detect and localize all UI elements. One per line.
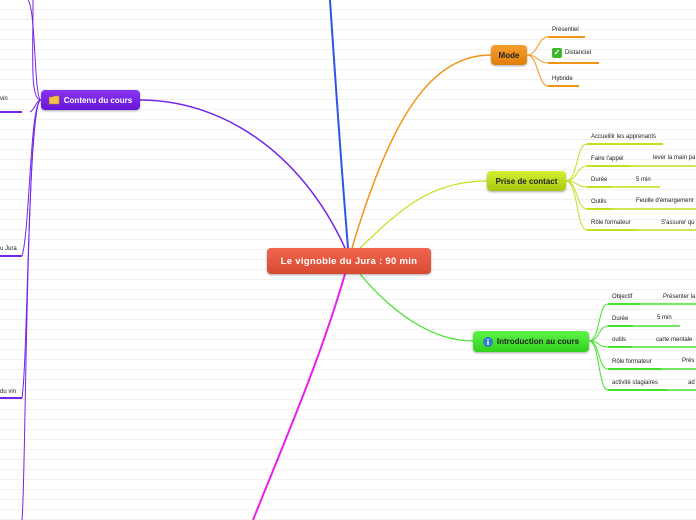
leaf-activite-stagiaires[interactable]: activité stagiaires: [612, 380, 659, 386]
leaf-contenu-fragment-2[interactable]: u Jura: [0, 246, 17, 252]
leaf-outils-contact[interactable]: Outils: [591, 199, 607, 205]
leaf-contenu-fragment-3[interactable]: du vin: [0, 389, 17, 395]
check-icon: ✓: [552, 48, 562, 58]
blue-branch-line: [329, 0, 349, 249]
folder-icon: [48, 95, 60, 105]
topic-prise-de-contact-label: Prise de contact: [495, 176, 558, 186]
topic-contenu-du-cours-label: Contenu du cours: [63, 95, 133, 105]
magenta-branch-line: [252, 273, 346, 520]
leaf-role-formateur-contact-value[interactable]: S'assurer qu: [661, 220, 695, 226]
leaf-objectif[interactable]: Objectif: [612, 294, 633, 300]
topic-contenu-du-cours[interactable]: Contenu du cours: [41, 90, 140, 110]
central-topic-label: Le vignoble du Jura : 90 min: [280, 255, 418, 267]
leaf-faire-appel-value[interactable]: lever la main pa: [653, 155, 696, 161]
leaf-hybride[interactable]: Hybride: [552, 76, 573, 82]
leaf-role-formateur-contact[interactable]: Rôle formateur: [591, 220, 631, 226]
leaf-outils-intro-value[interactable]: carte mentale: [656, 337, 693, 343]
info-icon: [482, 336, 493, 347]
leaf-faire-appel[interactable]: Faire l'appel: [591, 156, 624, 162]
leaf-accueillir[interactable]: Accueillir les apprenants: [591, 134, 657, 140]
leaf-duree-contact-value[interactable]: 5 min: [636, 177, 651, 183]
mode-branch-line: [351, 54, 492, 249]
leaf-duree-intro-value[interactable]: 5 min: [657, 315, 672, 321]
leaf-distanciel[interactable]: ✓ Distanciel: [552, 48, 592, 58]
topic-prise-de-contact[interactable]: Prise de contact: [487, 171, 566, 191]
leaf-outils-contact-value[interactable]: Feuille d'émargement: [636, 198, 694, 204]
leaf-contenu-fragment-1[interactable]: vin: [0, 96, 8, 102]
leaf-objectif-value[interactable]: Présenter la: [663, 294, 696, 300]
leaf-role-formateur-intro[interactable]: Rôle formateur: [612, 359, 652, 365]
intro-branch-line: [359, 273, 474, 342]
topic-mode[interactable]: Mode: [491, 45, 527, 65]
topic-introduction-label: Introduction au cours: [496, 337, 580, 346]
leaf-duree-intro[interactable]: Durée: [612, 316, 629, 322]
topic-mode-label: Mode: [498, 50, 520, 60]
topic-introduction[interactable]: Introduction au cours: [473, 331, 589, 352]
central-topic[interactable]: Le vignoble du Jura : 90 min: [267, 248, 431, 274]
leaf-duree-contact[interactable]: Durée: [591, 177, 608, 183]
leaf-presentiel[interactable]: Présentiel: [552, 27, 579, 33]
contact-branch-line: [359, 180, 488, 249]
contenu-branch-line: [139, 99, 346, 249]
leaf-role-formateur-intro-value[interactable]: Prés: [682, 358, 695, 364]
leaf-activite-stagiaires-value[interactable]: ad: [688, 380, 695, 386]
leaf-outils-intro[interactable]: outils: [612, 337, 627, 343]
